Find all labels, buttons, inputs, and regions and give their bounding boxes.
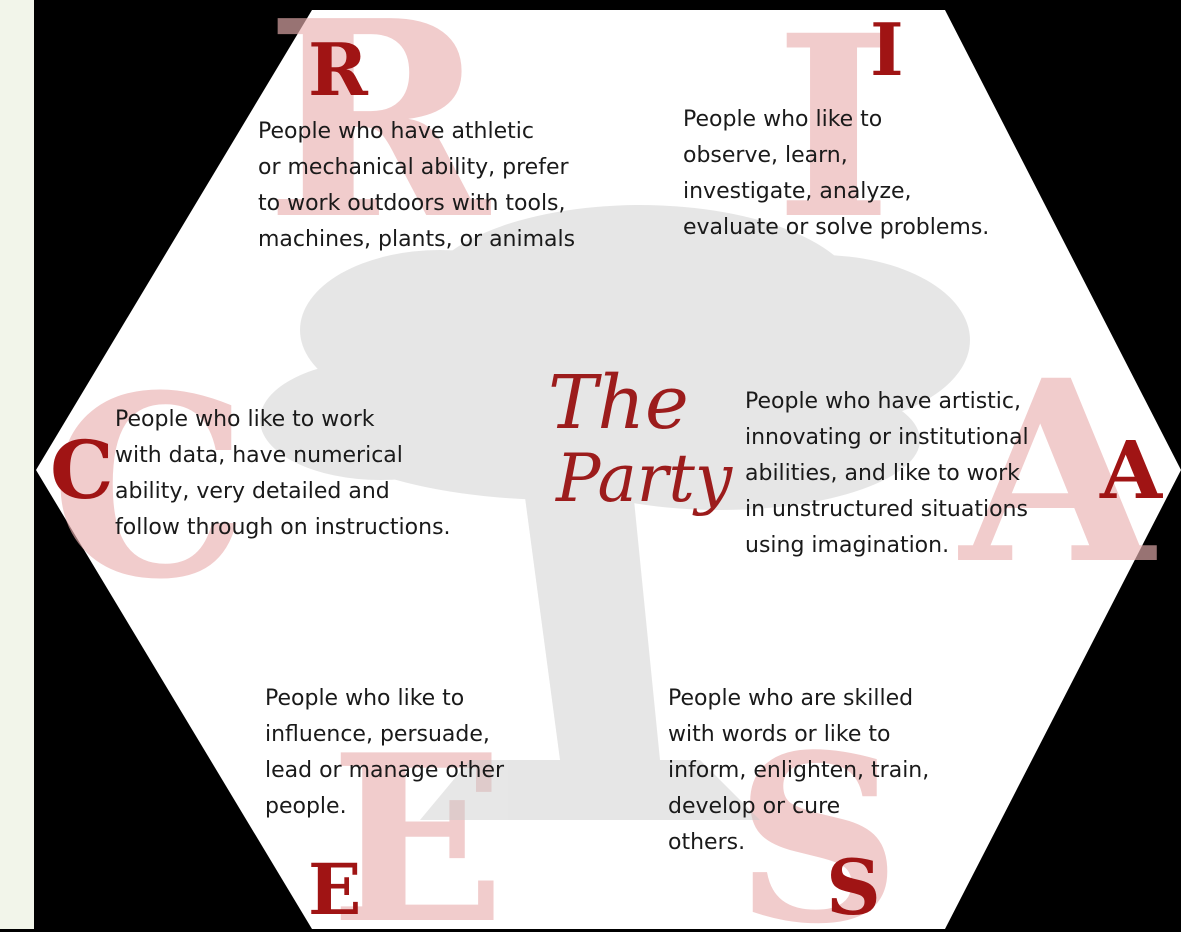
logo-line-party: Party bbox=[556, 440, 733, 517]
watermark-i: I bbox=[775, 0, 892, 274]
watermark-e: E bbox=[330, 705, 505, 929]
description-investigative: People who like to observe, learn, inves… bbox=[683, 107, 990, 240]
logo-line-the: The bbox=[548, 360, 689, 446]
description-enterprising: People who like to influence, persuade, … bbox=[265, 686, 505, 819]
watermark-r: R bbox=[265, 0, 493, 279]
description-conventional: People who like to work with data, have … bbox=[115, 407, 451, 540]
letter-c: C bbox=[50, 423, 114, 517]
letter-r: R bbox=[308, 27, 368, 112]
description-social: People who are skilled with words or lik… bbox=[668, 686, 930, 855]
tree-watermark bbox=[260, 205, 970, 820]
letter-i: I bbox=[870, 7, 904, 92]
left-margin-strip bbox=[0, 0, 34, 929]
hexagon-shape bbox=[36, 10, 1181, 929]
watermark-c: C bbox=[50, 340, 249, 634]
letter-a: A bbox=[1100, 423, 1163, 517]
letter-e: E bbox=[308, 848, 362, 931]
description-realistic: People who have athletic or mechanical a… bbox=[258, 119, 576, 252]
watermark-a: A bbox=[958, 325, 1157, 619]
letter-s: S bbox=[826, 843, 881, 932]
watermark-s: S bbox=[735, 705, 901, 929]
description-artistic: People who have artistic, innovating or … bbox=[745, 389, 1029, 558]
